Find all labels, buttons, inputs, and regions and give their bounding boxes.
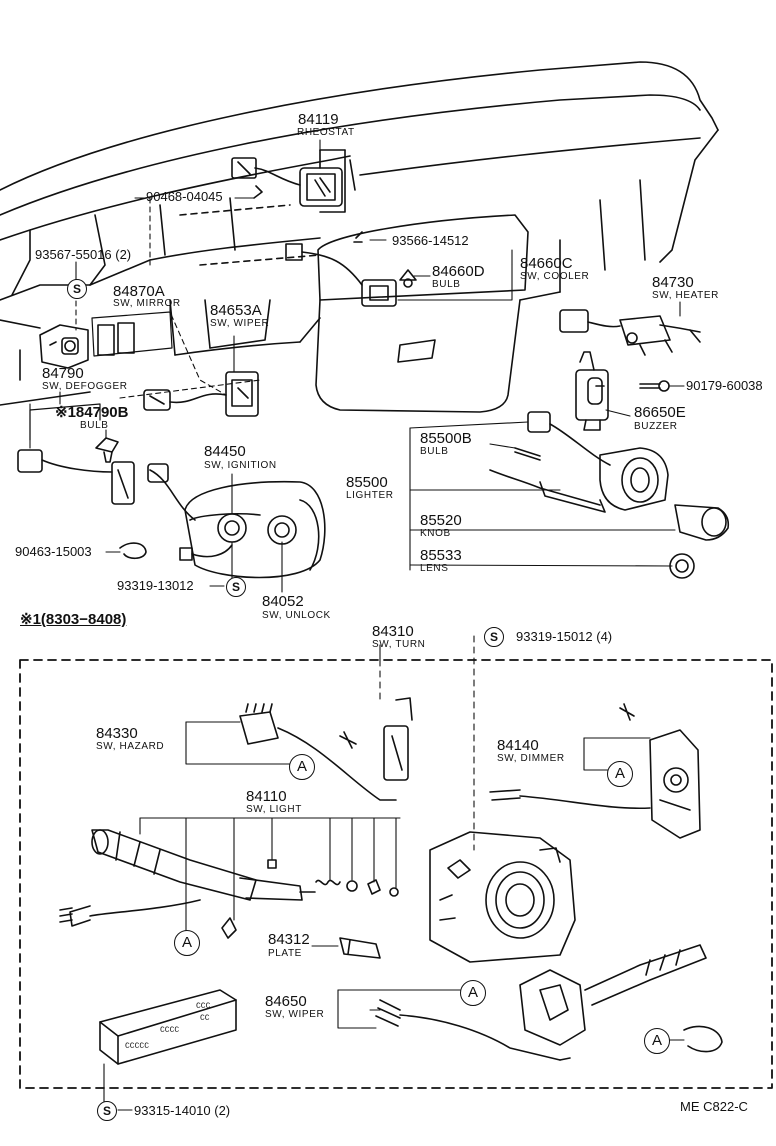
part-name-plate: PLATE (268, 948, 302, 959)
rheostat (231, 149, 346, 213)
callout-s-93567: S (67, 279, 87, 299)
part-number-84330: 84330 (96, 725, 138, 742)
part-name-bulb-84790b: BULB (80, 420, 109, 431)
part-number-86650E: 86650E (634, 404, 686, 421)
part-number-90463-15003: 90463-15003 (15, 544, 92, 559)
callout-a-wiper-lower: A (460, 980, 486, 1006)
bulb-84790b (95, 437, 119, 463)
part-number-84660C: 84660C (520, 255, 573, 272)
mirror-switch-openings (91, 311, 173, 357)
part-name-lens: LENS (420, 563, 449, 574)
part-number-84119: 84119 (298, 111, 339, 128)
part-number-90179-60038: 90179-60038 (686, 378, 763, 393)
turn-switch-body (429, 831, 576, 963)
part-name-sw-turn: SW, TURN (372, 639, 426, 650)
part-name-sw-cooler: SW, COOLER (520, 271, 590, 282)
wiper-switch-upper (143, 371, 259, 417)
dimmer-switch (489, 703, 701, 839)
svg-text:CCC: CCC (196, 1002, 211, 1011)
part-number-85533: 85533 (420, 547, 462, 564)
cigarette-lighter (489, 411, 730, 579)
defogger-switch (39, 324, 89, 369)
part-name-bulb-84660d: BULB (432, 279, 461, 290)
section-border (19, 659, 773, 1089)
part-name-buzzer: BUZZER (634, 421, 678, 432)
part-name-sw-hazard: SW, HAZARD (96, 741, 165, 752)
part-name-sw-unlock: SW, UNLOCK (262, 610, 331, 621)
part-number-90468-04045: 90468-04045 (146, 189, 223, 204)
svg-text:CCCCC: CCCCC (125, 1042, 149, 1051)
part-name-sw-mirror: SW, MIRROR (113, 298, 181, 309)
callout-s-93319-13012: S (226, 577, 246, 597)
part-number-84052: 84052 (262, 593, 304, 610)
connector-block: CCCCC CCCC CCC CC (99, 989, 237, 1065)
part-name-sw-light: SW, LIGHT (246, 804, 302, 815)
part-number-84730: 84730 (652, 274, 694, 291)
part-number-84790: 84790 (42, 365, 84, 382)
part-number-93566-14512: 93566-14512 (392, 233, 469, 248)
callout-a-hazard: A (289, 754, 315, 780)
part-name-sw-ignition: SW, IGNITION (204, 460, 277, 471)
part-number-85500: 85500 (346, 474, 388, 491)
buzzer (575, 351, 609, 431)
part-number-85500B: 85500B (420, 430, 472, 447)
section-note: ※1(8303−8408) (20, 611, 127, 628)
svg-text:CC: CC (200, 1014, 210, 1023)
wiper-switch-lower (375, 944, 723, 1061)
part-name-lighter: LIGHTER (346, 490, 394, 501)
defogger-connector (17, 403, 135, 505)
light-switch-lever (59, 829, 399, 939)
footer-reference: ME C822-C (680, 1099, 748, 1114)
part-name-knob: KNOB (420, 528, 451, 539)
part-number-84450: 84450 (204, 443, 246, 460)
screw-90179 (639, 380, 670, 392)
part-name-sw-dimmer: SW, DIMMER (497, 753, 565, 764)
part-number-84140: 84140 (497, 737, 539, 754)
heater-switch (559, 309, 701, 356)
part-name-sw-wiper-upper: SW, WIPER (210, 318, 270, 329)
callout-s-93319-15012: S (484, 627, 504, 647)
svg-text:CCCC: CCCC (160, 1026, 179, 1035)
plate-84312 (339, 937, 381, 959)
part-name-bulb-85500b: BULB (420, 446, 449, 457)
hazard-switch (239, 697, 413, 801)
part-number-93567-55016: 93567-55016 (2) (35, 247, 132, 262)
part-number-84312: 84312 (268, 931, 310, 948)
callout-s-93315-14010: S (97, 1101, 117, 1121)
part-number-93319-13012: 93319-13012 (117, 578, 194, 593)
part-number-84110: 84110 (246, 788, 287, 805)
part-number-93319-15012: 93319-15012 (4) (516, 629, 613, 644)
part-name-sw-defogger: SW, DEFOGGER (42, 381, 128, 392)
part-number-85520: 85520 (420, 512, 462, 529)
dashboard-panel (0, 61, 719, 413)
leader-lines (29, 139, 685, 1111)
part-name-rheostat: RHEOSTAT (297, 127, 355, 138)
part-number-84870A: 84870A (113, 283, 165, 300)
part-number-84660D: 84660D (432, 263, 485, 280)
part-number-84310: 84310 (372, 623, 414, 640)
callout-a-dimmer: A (607, 761, 633, 787)
part-number-93315-14010: 93315-14010 (2) (134, 1103, 231, 1118)
part-name-sw-wiper-lower: SW, WIPER (265, 1009, 325, 1020)
part-name-sw-heater: SW, HEATER (652, 290, 719, 301)
callout-a-light: A (174, 930, 200, 956)
ignition-switch (147, 463, 326, 579)
part-number-84790B: ※184790B (55, 404, 129, 421)
callout-a-clip: A (644, 1028, 670, 1054)
clip-90463 (119, 542, 147, 560)
part-number-84650: 84650 (265, 993, 307, 1010)
part-number-84653A: 84653A (210, 302, 262, 319)
cooler-switch (285, 231, 417, 307)
